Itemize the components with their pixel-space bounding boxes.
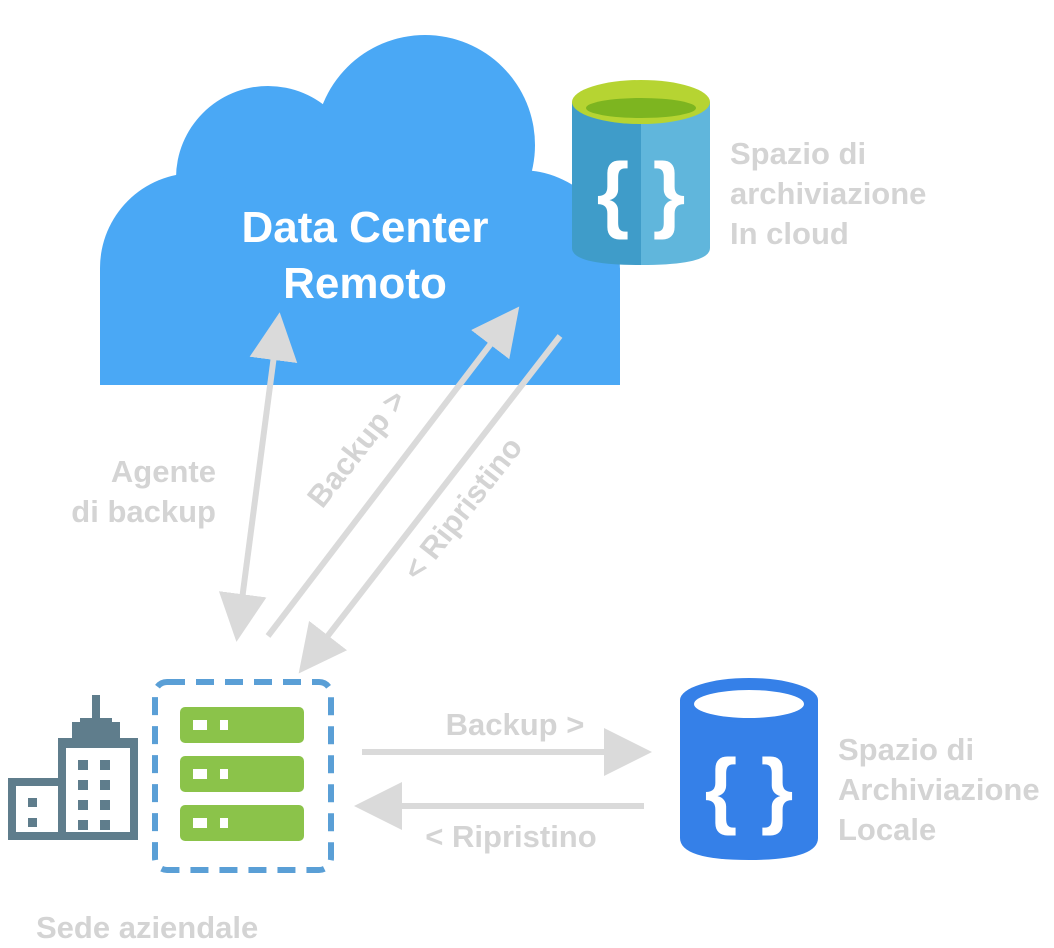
cloud-backup-label: Backup > [300,383,413,514]
cloud-restore-arrow [298,334,563,674]
server-unit [180,756,304,792]
cloud-restore-label: < Ripristino [396,430,529,587]
cloud-title-line1: Data Center [241,203,489,252]
local-storage-label-line1: Spazio di [838,732,975,767]
cloud-title: Data Center Remoto [180,200,550,312]
cloud-backup-arrow [265,306,520,638]
server-rack-icon [152,679,334,873]
cloud-title-line2: Remoto [283,259,447,308]
agent-label-line2: di backup [71,494,216,529]
local-restore-label: < Ripristino [425,819,597,854]
cloud-storage-label-line3: In cloud [730,216,849,251]
cloud-storage-label: Spazio di archiviazione In cloud [730,134,926,254]
server-unit [180,805,304,841]
cloud-shape [100,35,620,385]
agent-label: Agente di backup [40,452,216,532]
local-storage-label-line2: Archiviazione [838,772,1040,807]
svg-text:{ }: { } [705,742,794,836]
local-backup-label: Backup > [445,707,585,742]
local-storage-label-line3: Locale [838,812,937,847]
cloud-storage-label-line1: Spazio di [730,136,867,171]
office-building-icon [8,695,138,840]
local-storage-icon: { } [680,678,818,860]
svg-text:{ }: { } [597,146,686,240]
cloud-storage-icon: { } [572,80,710,265]
local-storage-label: Spazio di Archiviazione Locale [838,730,1054,850]
agent-link-arrow [218,312,298,642]
cloud-storage-label-line2: archiviazione [730,176,927,211]
agent-label-line1: Agente [110,454,216,489]
server-unit [180,707,304,743]
office-label: Sede aziendale [36,910,259,945]
